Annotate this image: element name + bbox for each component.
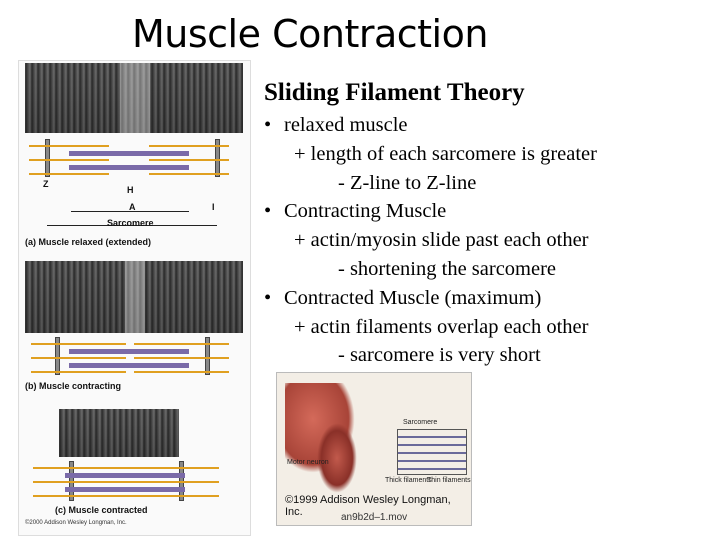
caption-contracted: (c) Muscle contracted [55, 505, 148, 515]
bullet-dot-icon: • [264, 200, 272, 223]
bullet-item: •Contracted Muscle (maximum) [264, 284, 597, 313]
sarcomere-figure: Z H A I Sarcomere (a) Muscle relaxed (ex… [18, 60, 251, 536]
bullet-subitem: + length of each sarcomere is greater [294, 142, 597, 165]
a-label: A [129, 202, 136, 212]
movie-filename: an9b2d–1.mov [341, 512, 408, 523]
thin-filaments-label: Thin filaments [427, 477, 471, 484]
muscle-animation-thumbnail[interactable]: Sarcomere Motor neuron Thick filaments T… [276, 372, 472, 526]
bullet-subsubitem: - shortening the sarcomere [338, 257, 557, 280]
slide-title: Muscle Contraction [132, 12, 488, 56]
bullet-subitem: + actin filaments overlap each other [294, 315, 589, 338]
muscle-fiber-illustration [317, 423, 357, 493]
section-heading: Sliding Filament Theory [264, 79, 525, 106]
sarcomere-label: Sarcomere [107, 218, 154, 228]
i-label: I [212, 202, 215, 212]
sarcomere-grid [397, 429, 467, 475]
bullet-subitem: + actin/myosin slide past each other [294, 229, 589, 252]
bullet-item: •Contracting Muscle [264, 197, 597, 226]
micrograph-relaxed [25, 63, 243, 133]
photo-copyright: ©1999 Addison Wesley Longman, Inc. [285, 494, 451, 518]
bullet-dot-icon: • [264, 114, 272, 136]
photo-sarcomere-label: Sarcomere [403, 419, 438, 426]
figure-credit: ©2000 Addison Wesley Longman, Inc. [25, 520, 127, 526]
micrograph-contracting [25, 261, 243, 333]
bullet-dot-icon: • [264, 286, 272, 309]
bullet-subsubitem: - sarcomere is very short [338, 344, 541, 367]
bullet-subsubitem: - Z-line to Z-line [338, 171, 477, 194]
a-band-dimension [71, 211, 189, 212]
thick-filaments-label: Thick filaments [385, 477, 432, 484]
caption-contracting: (b) Muscle contracting [25, 381, 122, 391]
bullet-item: •relaxed muscle [264, 111, 597, 140]
h-label: H [127, 185, 134, 195]
sarcomere-dimension [47, 225, 217, 226]
z-label: Z [43, 179, 49, 189]
bullet-list: •relaxed muscle + length of each sarcome… [264, 111, 597, 370]
caption-relaxed: (a) Muscle relaxed (extended) [25, 237, 152, 247]
micrograph-contracted [59, 409, 179, 457]
motor-neuron-label: Motor neuron [287, 459, 329, 466]
